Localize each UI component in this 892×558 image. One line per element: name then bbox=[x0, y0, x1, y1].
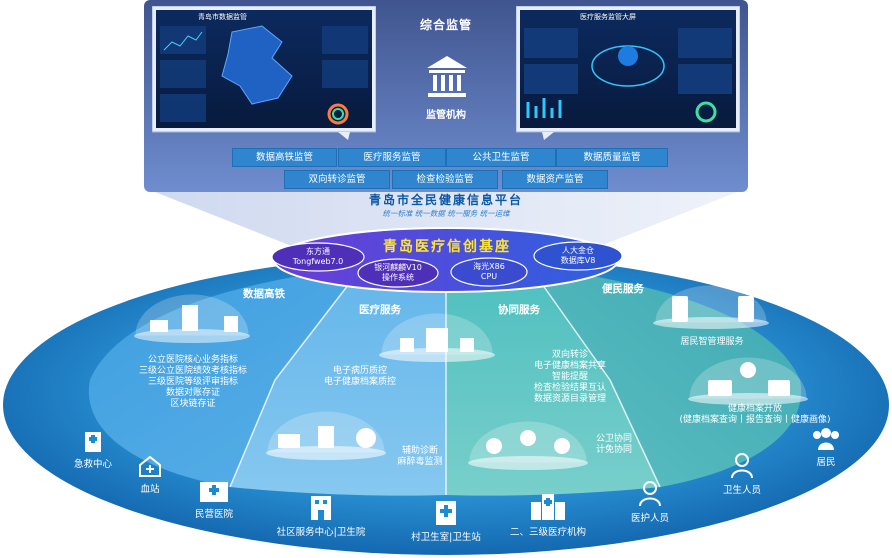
list-item: 三级公立医院绩效考核指标 bbox=[138, 366, 247, 376]
dome-resident-app bbox=[653, 285, 769, 329]
list-item: 数据对账存证 bbox=[165, 388, 220, 398]
agency-label: 监管机构 bbox=[426, 110, 466, 121]
list-item: 公立医院核心业务指标 bbox=[147, 355, 238, 365]
bank-building-icon bbox=[427, 56, 467, 97]
supervision-tag: 公共卫生监管 bbox=[446, 148, 556, 167]
entity-tier-hospitals: 二、三级医疗机构 bbox=[506, 492, 590, 538]
doctor-icon bbox=[639, 481, 661, 507]
list-item: 智能提醒 bbox=[551, 372, 588, 382]
entity-label: 卫生人员 bbox=[722, 485, 761, 496]
supervision-tag: 数据高铁监管 bbox=[232, 148, 337, 167]
supervision-tag: 双向转诊监管 bbox=[284, 170, 390, 189]
pill-text-3: 人大金仓数据库V8 bbox=[538, 246, 618, 266]
list-item: 区块链存证 bbox=[170, 399, 216, 409]
pill-hygon bbox=[450, 257, 528, 287]
pill-kingbase bbox=[533, 241, 623, 271]
list-item: (健康档案查询丨报告查询丨健康画像) bbox=[679, 415, 831, 425]
section-title-collaboration: 协同服务 bbox=[498, 304, 540, 316]
entity-label: 医护人员 bbox=[630, 513, 669, 524]
list-item: 双向转诊 bbox=[551, 350, 588, 360]
entity-private-hospital: 民营医院 bbox=[186, 476, 242, 520]
list-item: 电子病历质控 bbox=[332, 366, 387, 376]
list-item: 电子健康档案质控 bbox=[323, 377, 396, 387]
dome-health-record bbox=[688, 357, 808, 405]
pill-1-line1: 银河麒麟V10 bbox=[374, 263, 422, 272]
clinic-building-icon bbox=[311, 496, 331, 520]
list-item: 三级医院等级评审指标 bbox=[147, 377, 238, 387]
collaboration-aux-list: 公卫协同 计免协同 bbox=[584, 434, 644, 456]
section-title-medical: 医疗服务 bbox=[359, 304, 401, 316]
entity-blood-station: 血站 bbox=[128, 455, 172, 495]
collaboration-list: 双向转诊 电子健康档案共享 智能提醒 检查检验结果互认 数据资源目录管理 bbox=[520, 350, 620, 405]
list-item: 健康档案开放 bbox=[727, 404, 782, 414]
data-rail-list: 公立医院核心业务指标 三级公立医院绩效考核指标 三级医院等级评审指标 数据对账存… bbox=[108, 355, 278, 410]
supervision-tag: 医疗服务监管 bbox=[338, 148, 446, 167]
entity-emergency-center: 急救中心 bbox=[68, 428, 118, 470]
list-item: 数据资源目录管理 bbox=[533, 394, 606, 404]
list-item: 辅助诊断 bbox=[401, 446, 438, 456]
section-title-public: 便民服务 bbox=[602, 283, 644, 295]
right-screen-title: 医疗服务监管大屏 bbox=[580, 13, 636, 21]
entity-village-clinic: 村卫生室|卫生站 bbox=[404, 499, 488, 543]
supervision-title: 综合监管 bbox=[419, 18, 472, 32]
hospital-complex-icon bbox=[531, 494, 565, 520]
core-title: 青岛医疗信创基座 bbox=[383, 239, 511, 255]
pill-3-line1: 人大金仓 bbox=[562, 246, 594, 255]
health-worker-icon bbox=[731, 453, 753, 479]
pill-1-line2: 操作系统 bbox=[382, 273, 414, 282]
health-record-list: 健康档案开放 (健康档案查询丨报告查询丨健康画像) bbox=[660, 404, 850, 426]
entity-medical-staff: 医护人员 bbox=[622, 480, 678, 524]
list-item: 计免协同 bbox=[595, 445, 632, 455]
hospital-building-icon bbox=[85, 432, 101, 452]
left-screen-title: 青岛市数据监管 bbox=[198, 13, 247, 21]
pill-3-line2: 数据库V8 bbox=[560, 256, 596, 265]
pill-2-line2: CPU bbox=[480, 272, 498, 281]
section-title-data-rail: 数据高铁 bbox=[243, 288, 285, 300]
dome-data-rail bbox=[134, 294, 250, 343]
list-item: 公卫协同 bbox=[595, 434, 632, 444]
pill-kylin bbox=[357, 258, 439, 288]
medical-aux-list: 辅助诊断 麻醉毒监测 bbox=[380, 446, 460, 468]
entity-label: 急救中心 bbox=[73, 459, 112, 470]
pill-0-line1: 东方通 bbox=[306, 247, 330, 256]
dome-collaboration bbox=[468, 421, 588, 470]
house-plus-icon bbox=[139, 455, 161, 477]
pill-dongfangtong bbox=[271, 242, 365, 272]
medical-list: 电子病历质控 电子健康档案质控 bbox=[300, 366, 420, 388]
entity-label: 血站 bbox=[140, 484, 160, 495]
supervision-tag: 数据质量监管 bbox=[556, 148, 668, 167]
people-group-icon bbox=[813, 428, 839, 450]
supervision-tag: 检查检验监管 bbox=[392, 170, 498, 189]
right-monitor-screen bbox=[516, 6, 740, 140]
entity-label: 居民 bbox=[816, 457, 836, 468]
dome-medical bbox=[379, 313, 495, 362]
list-item: 电子健康档案共享 bbox=[533, 361, 606, 371]
entity-label: 村卫生室|卫生站 bbox=[411, 532, 481, 543]
entity-label: 二、三级医疗机构 bbox=[509, 527, 586, 538]
entity-label: 社区服务中心|卫生院 bbox=[276, 527, 366, 538]
entity-health-workers: 卫生人员 bbox=[714, 452, 770, 496]
platform-subtitle: 统一标准 统一数据 统一服务 统一运维 bbox=[382, 209, 510, 218]
left-monitor-screen bbox=[152, 6, 376, 140]
list-item: 检查检验结果互认 bbox=[533, 383, 606, 393]
resident-app-label: 居民智管理服务 bbox=[680, 337, 744, 347]
dome-aux-diagnosis bbox=[266, 411, 386, 460]
pill-0-line2: Tongfweb7.0 bbox=[292, 257, 344, 266]
entity-community-center: 社区服务中心|卫生院 bbox=[266, 492, 376, 538]
platform-title: 青岛市全民健康信息平台 bbox=[368, 193, 523, 207]
clinic-cross-icon bbox=[436, 501, 456, 525]
entity-residents: 居民 bbox=[800, 426, 852, 468]
entity-label: 民营医院 bbox=[194, 509, 233, 520]
pill-2-line1: 海光X86 bbox=[473, 262, 505, 271]
list-item: 麻醉毒监测 bbox=[397, 457, 443, 467]
hospital-icon bbox=[200, 482, 228, 502]
supervision-tag: 数据资产监管 bbox=[502, 170, 608, 189]
